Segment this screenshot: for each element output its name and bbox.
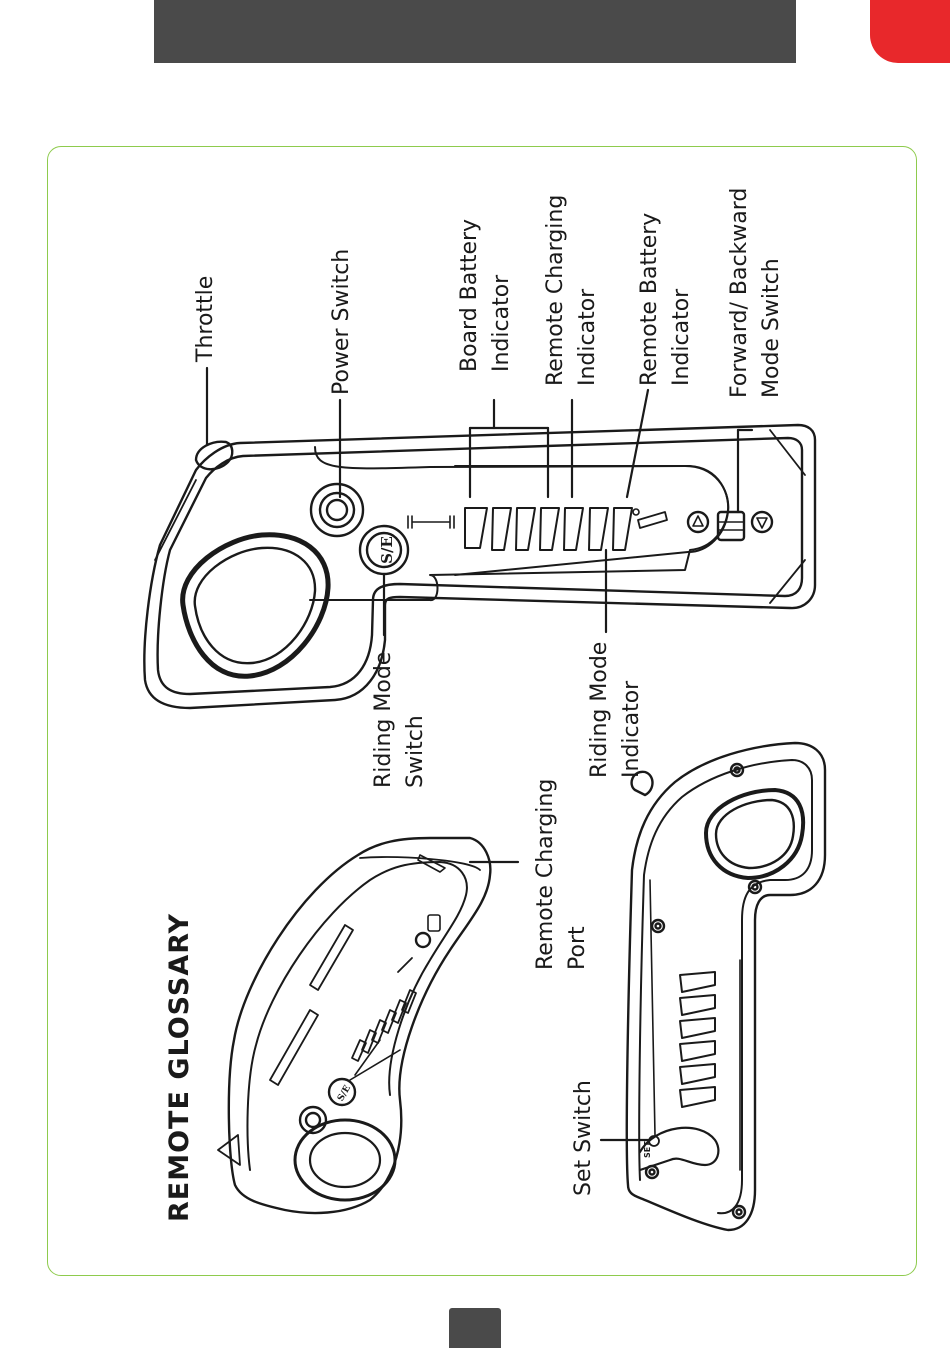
remote-3d-view: S/E [218, 838, 490, 1213]
mode-button-text: S/E [378, 536, 396, 564]
top-leader-lines [207, 368, 752, 635]
page-title: REMOTE GLOSSARY [164, 913, 195, 1222]
label-set-switch: Set Switch [568, 1080, 600, 1196]
label-throttle: Throttle [190, 276, 222, 362]
remote-back-view: SET [627, 743, 825, 1230]
label-power-switch: Power Switch [326, 249, 358, 395]
set-text: SET [643, 1141, 652, 1158]
remote-top-view: S/E [144, 425, 815, 708]
